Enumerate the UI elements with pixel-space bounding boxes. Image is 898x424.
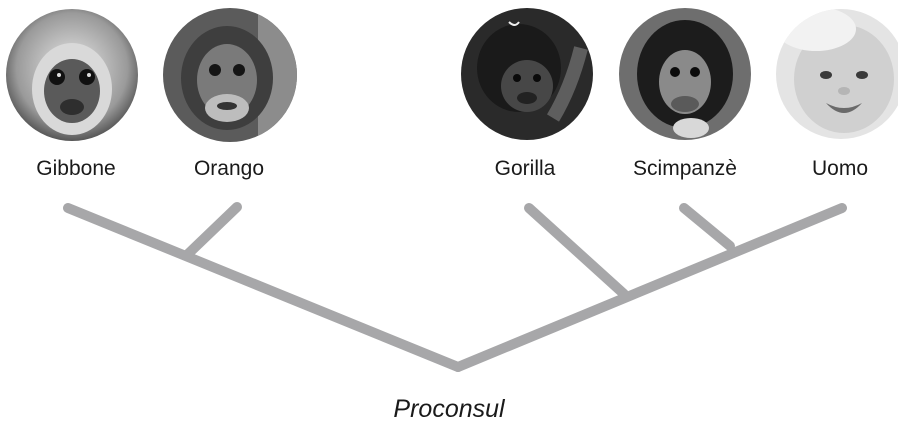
branch-gibbon (63, 203, 463, 372)
taxon-label-gorilla: Gorilla (494, 157, 556, 180)
taxon-label-orangutan: Orango (193, 157, 265, 180)
chimpanzee-portrait (619, 8, 751, 140)
orangutan-portrait (163, 8, 297, 142)
gibbon-portrait (6, 9, 138, 141)
branch-gorilla (524, 203, 629, 299)
branch-human (453, 203, 847, 372)
branch-chimpanzee (679, 203, 735, 251)
taxon-label-gibbon: Gibbone (36, 157, 116, 180)
root-ancestor-label: Proconsul (393, 395, 505, 423)
branch-orangutan (183, 202, 242, 259)
taxon-label-chimpanzee: Scimpanzè (633, 157, 737, 180)
taxon-label-human: Uomo (811, 157, 869, 180)
human-portrait (776, 9, 898, 139)
gorilla-portrait (461, 8, 593, 140)
